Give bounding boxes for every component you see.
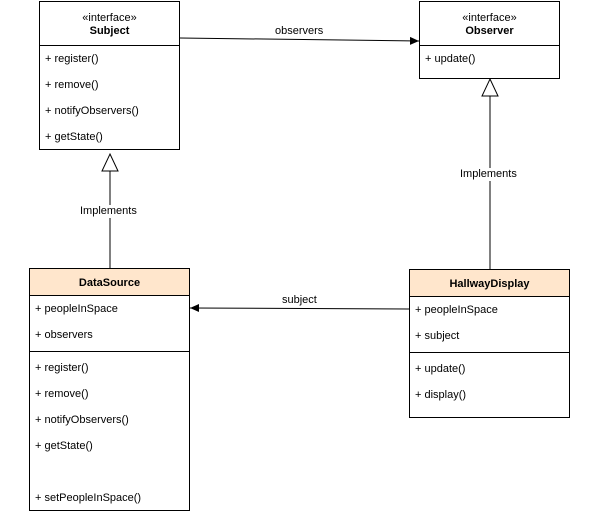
association-subject [189, 304, 410, 313]
subject-name: Subject [89, 25, 130, 37]
hallway-display-method: + display() [415, 389, 467, 401]
subject-class[interactable]: «interface» Subject + register() + remov… [39, 1, 180, 150]
realization-triangle-left [101, 152, 119, 172]
observers-label: observers [275, 25, 324, 38]
datasource-attribute: + observers [35, 329, 93, 341]
datasource-class[interactable]: DataSource + peopleInSpace + observers +… [29, 268, 190, 511]
subject-label: subject [282, 294, 317, 307]
datasource-attributes: + peopleInSpace + observers [30, 296, 189, 352]
association-observers [179, 36, 420, 45]
subject-method: + remove() [45, 79, 99, 91]
datasource-name: DataSource [78, 277, 141, 289]
datasource-method: + remove() [35, 388, 89, 400]
implements-label-right: Implements [460, 168, 517, 181]
hallway-display-class[interactable]: HallwayDisplay + peopleInSpace + subject… [409, 269, 570, 418]
observer-name: Observer [465, 25, 514, 37]
hallway-display-attribute: + peopleInSpace [415, 304, 498, 316]
subject-method: + register() [45, 53, 99, 65]
hallway-display-header: HallwayDisplay [410, 270, 569, 297]
observer-class[interactable]: «interface» Observer + update() [419, 1, 560, 79]
realization-triangle-right [481, 77, 499, 97]
datasource-method: + getState() [35, 440, 93, 452]
datasource-header: DataSource [30, 269, 189, 296]
datasource-method: + register() [35, 362, 89, 374]
subject-header: «interface» Subject [40, 2, 179, 46]
datasource-attribute: + peopleInSpace [35, 303, 118, 315]
hallway-display-method: + update() [415, 363, 466, 375]
datasource-method: + notifyObservers() [35, 414, 129, 426]
subject-method: + notifyObservers() [45, 105, 139, 117]
datasource-method: + setPeopleInSpace() [35, 492, 142, 504]
observer-header: «interface» Observer [420, 2, 559, 46]
hallway-display-attribute: + subject [415, 330, 460, 342]
hallway-display-attributes: + peopleInSpace + subject [410, 297, 569, 353]
implements-label-left: Implements [80, 205, 137, 218]
observer-method: + update() [425, 53, 476, 65]
observer-stereotype: «interface» [462, 12, 517, 24]
subject-stereotype: «interface» [82, 12, 137, 24]
hallway-display-name: HallwayDisplay [449, 278, 530, 290]
subject-method: + getState() [45, 131, 103, 143]
